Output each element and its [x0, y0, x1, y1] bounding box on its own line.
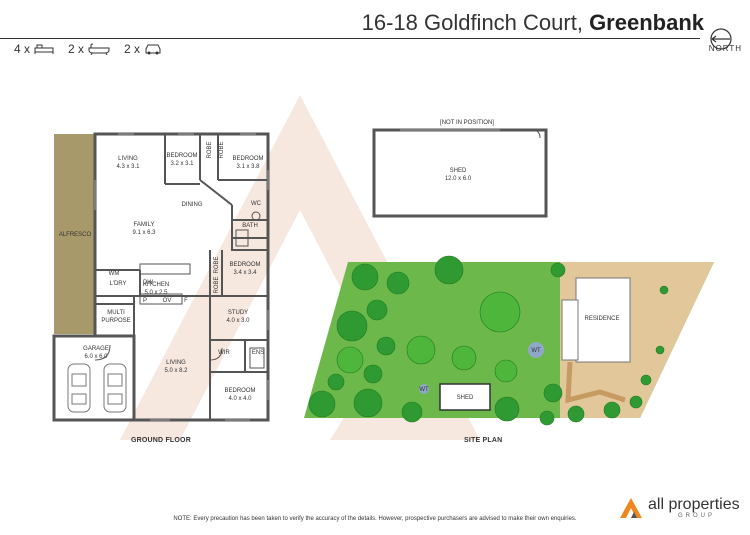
north-arrow-icon — [710, 28, 732, 50]
room-alfresco: ALFRESCO — [59, 232, 92, 238]
room-ens: ENS — [252, 350, 264, 356]
room-multi: MULTI — [107, 310, 125, 316]
shed-small — [439, 383, 491, 411]
bedrooms-stat: 4 x — [14, 42, 54, 56]
room-bed3: BEDROOM — [229, 262, 260, 268]
room-living1: LIVING — [118, 156, 138, 162]
water-tank-2 — [419, 384, 429, 394]
bed-icon — [34, 44, 54, 54]
shed-large-name: SHED — [450, 168, 467, 174]
room-bed2: BEDROOM — [232, 156, 263, 162]
bathrooms-count: 2 x — [68, 42, 85, 56]
room-family-size: 9.1 x 6.3 — [132, 230, 156, 236]
room-garage-size: 6.0 x 6.0 — [84, 354, 108, 360]
robe-a: ROBE — [207, 141, 213, 158]
room-wir: WIR — [218, 350, 230, 356]
room-bed1: BEDROOM — [166, 153, 197, 159]
garages-stat: 2 x — [124, 42, 162, 56]
site-trees — [308, 255, 669, 426]
alfresco-area — [54, 134, 95, 334]
agency-logo: all properties GROUP — [618, 496, 740, 520]
robe-b: ROBE — [219, 141, 225, 158]
room-bed2-size: 3.1 x 3.8 — [236, 164, 260, 170]
bath-icon — [88, 43, 110, 55]
room-bed4: BEDROOM — [224, 388, 255, 394]
robe-c: ROBE — [214, 256, 220, 273]
room-dining: DINING — [182, 202, 203, 208]
room-bath: BATH — [242, 223, 258, 229]
label-fridge: F — [184, 298, 188, 304]
room-living2-size: 5.0 x 8.2 — [164, 368, 188, 374]
address-suburb: Greenbank — [589, 10, 704, 35]
shed-not-in-position: [NOT IN POSITION] — [440, 120, 494, 126]
bedrooms-count: 4 x — [14, 42, 31, 56]
room-bed1-size: 3.2 x 3.1 — [170, 161, 194, 167]
room-laundry: L'DRY — [109, 281, 126, 287]
page-title: 16-18 Goldfinch Court, Greenbank — [362, 10, 704, 36]
shed-small-label: SHED — [457, 395, 474, 401]
room-wc: WC — [251, 201, 262, 207]
room-multi2: PURPOSE — [101, 318, 130, 324]
car-icon — [145, 44, 161, 55]
room-study-size: 4.0 x 3.0 — [226, 318, 250, 324]
bathrooms-stat: 2 x — [68, 42, 110, 56]
room-kitchen: KITCHEN — [143, 282, 169, 288]
room-study: STUDY — [228, 310, 248, 316]
ground-floor-caption: GROUND FLOOR — [131, 437, 191, 444]
header-rule — [0, 38, 700, 39]
property-stats: 4 x 2 x 2 x — [14, 42, 162, 56]
agency-logo-icon — [620, 498, 642, 518]
label-oven: OV — [163, 298, 172, 304]
address-prefix: 16-18 Goldfinch Court, — [361, 10, 590, 35]
water-tank-2-label: WT — [419, 387, 429, 393]
room-garage: GARAGE — [83, 346, 109, 352]
label-wm: WM — [109, 271, 120, 277]
room-family: FAMILY — [134, 222, 155, 228]
north-label: NORTH — [708, 44, 742, 53]
room-bed3-size: 3.4 x 3.4 — [233, 270, 257, 276]
shed-large-size: 12.0 x 6.0 — [445, 176, 472, 182]
site-plan-caption: SITE PLAN — [464, 437, 503, 444]
site-plan-labels: [NOT IN POSITION] SHED 12.0 x 6.0 RESIDE… — [419, 120, 619, 401]
agency-logo-name: all properties — [648, 496, 740, 513]
agency-logo-sub: GROUP — [678, 513, 716, 519]
room-bed4-size: 4.0 x 4.0 — [228, 396, 252, 402]
room-living2: LIVING — [166, 360, 186, 366]
ground-floor-plan — [52, 132, 270, 422]
room-living1-size: 4.3 x 3.1 — [116, 164, 140, 170]
water-tank-1 — [528, 342, 544, 358]
water-tank-1-label: WT — [531, 348, 541, 354]
label-pantry: P — [143, 298, 147, 304]
robe-d: ROBE — [214, 276, 220, 293]
ground-floor-labels: ALFRESCO LIVING 4.3 x 3.1 BEDROOM 3.2 x … — [59, 141, 264, 402]
residence-block — [575, 277, 631, 363]
room-kitchen-size: 5.0 x 2.5 — [144, 290, 168, 296]
disclaimer-note: NOTE: Every precaution has been taken to… — [173, 516, 577, 522]
site-plan — [304, 128, 714, 426]
residence-label: RESIDENCE — [584, 316, 619, 322]
label-dw: DW — [143, 280, 153, 286]
garages-count: 2 x — [124, 42, 141, 56]
